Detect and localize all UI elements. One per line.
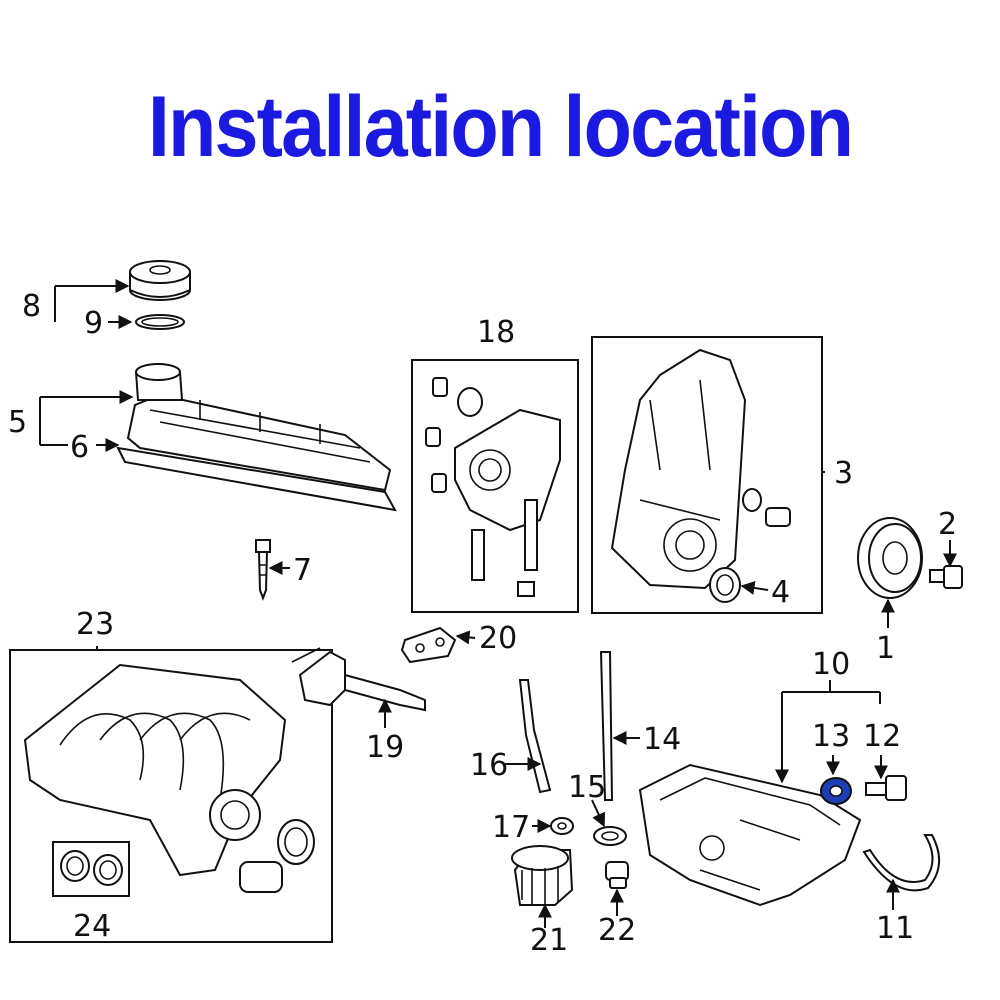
callout-5: 5 — [8, 405, 27, 440]
o-ring — [550, 817, 574, 835]
callout-18: 18 — [477, 315, 515, 350]
valve-cover — [116, 363, 397, 512]
callout-labels: 8 9 5 6 7 18 3 4 2 1 23 20 19 10 13 12 1… — [8, 289, 957, 958]
oil-pump-group-box — [411, 359, 579, 613]
callout-1: 1 — [876, 631, 895, 666]
leader-lines — [39, 279, 957, 928]
callout-16: 16 — [470, 748, 508, 783]
intake-gaskets — [60, 850, 123, 886]
callout-6: 6 — [70, 430, 89, 465]
crankshaft-pulley — [857, 517, 923, 599]
callout-2: 2 — [938, 507, 957, 542]
oil-filler-cap — [129, 260, 191, 301]
callout-23: 23 — [76, 607, 114, 642]
callout-7: 7 — [293, 553, 312, 588]
dipstick — [599, 651, 614, 801]
callout-14: 14 — [643, 722, 681, 757]
bolt-stud — [255, 539, 271, 601]
strainer-gasket — [400, 626, 457, 664]
timing-chain-cover — [610, 348, 791, 590]
callout-21: 21 — [530, 923, 568, 958]
callout-20: 20 — [479, 621, 517, 656]
highlighted-seal-washer — [820, 777, 852, 805]
page-title: Installation location — [147, 79, 854, 175]
pulley-bolt — [929, 565, 963, 589]
callout-4: 4 — [771, 575, 790, 610]
oil-strainer — [291, 647, 426, 712]
callout-11: 11 — [876, 911, 914, 946]
intake-manifold-group-box — [9, 649, 333, 943]
timing-cover-group-box — [591, 336, 823, 614]
cap-seal-ring — [135, 314, 185, 330]
oil-pan — [638, 763, 862, 907]
oil-pan-bolt — [865, 775, 907, 801]
callout-24: 24 — [73, 909, 111, 944]
callout-10: 10 — [812, 647, 850, 682]
oil-seal — [709, 567, 741, 603]
gasket-set-group-box — [52, 841, 130, 897]
dipstick-tube — [518, 679, 552, 794]
drain-washer — [593, 826, 627, 846]
drain-plug — [605, 861, 629, 889]
callout-13: 13 — [812, 719, 850, 754]
callout-12: 12 — [863, 719, 901, 754]
oil-filter — [511, 845, 574, 906]
callout-15: 15 — [568, 770, 606, 805]
seal-strip — [862, 834, 940, 892]
callout-9: 9 — [84, 306, 103, 341]
callout-17: 17 — [492, 810, 530, 845]
callout-22: 22 — [598, 913, 636, 948]
oil-pump — [425, 377, 561, 597]
callout-19: 19 — [366, 730, 404, 765]
callout-8: 8 — [22, 289, 41, 324]
callout-3: 3 — [834, 456, 853, 491]
intake-manifold — [23, 663, 315, 893]
